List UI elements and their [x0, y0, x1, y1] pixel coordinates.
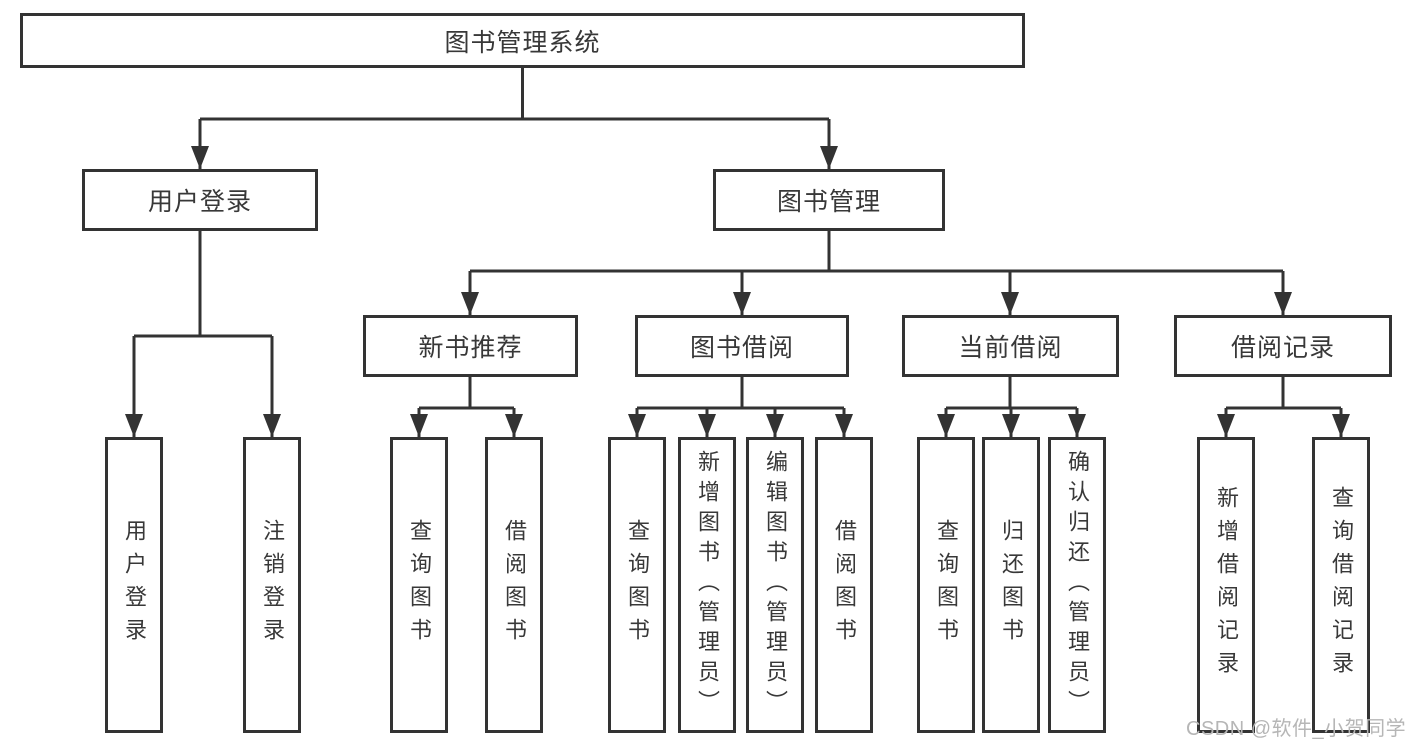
- leaf-return-books: 归还图书: [982, 437, 1040, 733]
- node-new-book-recommend: 新书推荐: [363, 315, 578, 377]
- leaf-edit-books-admin: 编辑图书（管理员）: [746, 437, 804, 733]
- leaf-query-borrow-record: 查询借阅记录: [1312, 437, 1370, 733]
- leaf-query-books-current: 查询图书: [917, 437, 975, 733]
- connector-current-borrow-trunk: [946, 377, 1077, 410]
- node-borrow-records: 借阅记录: [1174, 315, 1392, 377]
- leaf-logout: 注销登录: [243, 437, 301, 733]
- connector-new-book-trunk: [419, 377, 514, 410]
- connector-borrow-records-trunk: [1226, 377, 1341, 410]
- connector-root-trunk: [200, 66, 829, 121]
- leaf-confirm-return-admin: 确认归还（管理员）: [1048, 437, 1106, 733]
- node-user-login: 用户登录: [82, 169, 318, 231]
- csdn-watermark: CSDN @软件_小贺同学: [1186, 718, 1405, 740]
- leaf-user-login: 用户登录: [105, 437, 163, 733]
- connector-book-management-trunk: [470, 231, 1283, 273]
- leaf-add-books-admin: 新增图书（管理员）: [678, 437, 736, 733]
- connector-book-borrow-trunk: [637, 377, 844, 410]
- connector-user-login-trunk: [134, 231, 272, 338]
- leaf-query-books-borrow: 查询图书: [608, 437, 666, 733]
- leaf-borrow-books: 借阅图书: [815, 437, 873, 733]
- leaf-query-books-recommend: 查询图书: [390, 437, 448, 733]
- leaf-add-borrow-record: 新增借阅记录: [1197, 437, 1255, 733]
- node-book-borrow: 图书借阅: [635, 315, 849, 377]
- node-book-management: 图书管理: [713, 169, 945, 231]
- node-library-management-system: 图书管理系统: [20, 13, 1025, 68]
- leaf-borrow-books-recommend: 借阅图书: [485, 437, 543, 733]
- node-current-borrow: 当前借阅: [902, 315, 1119, 377]
